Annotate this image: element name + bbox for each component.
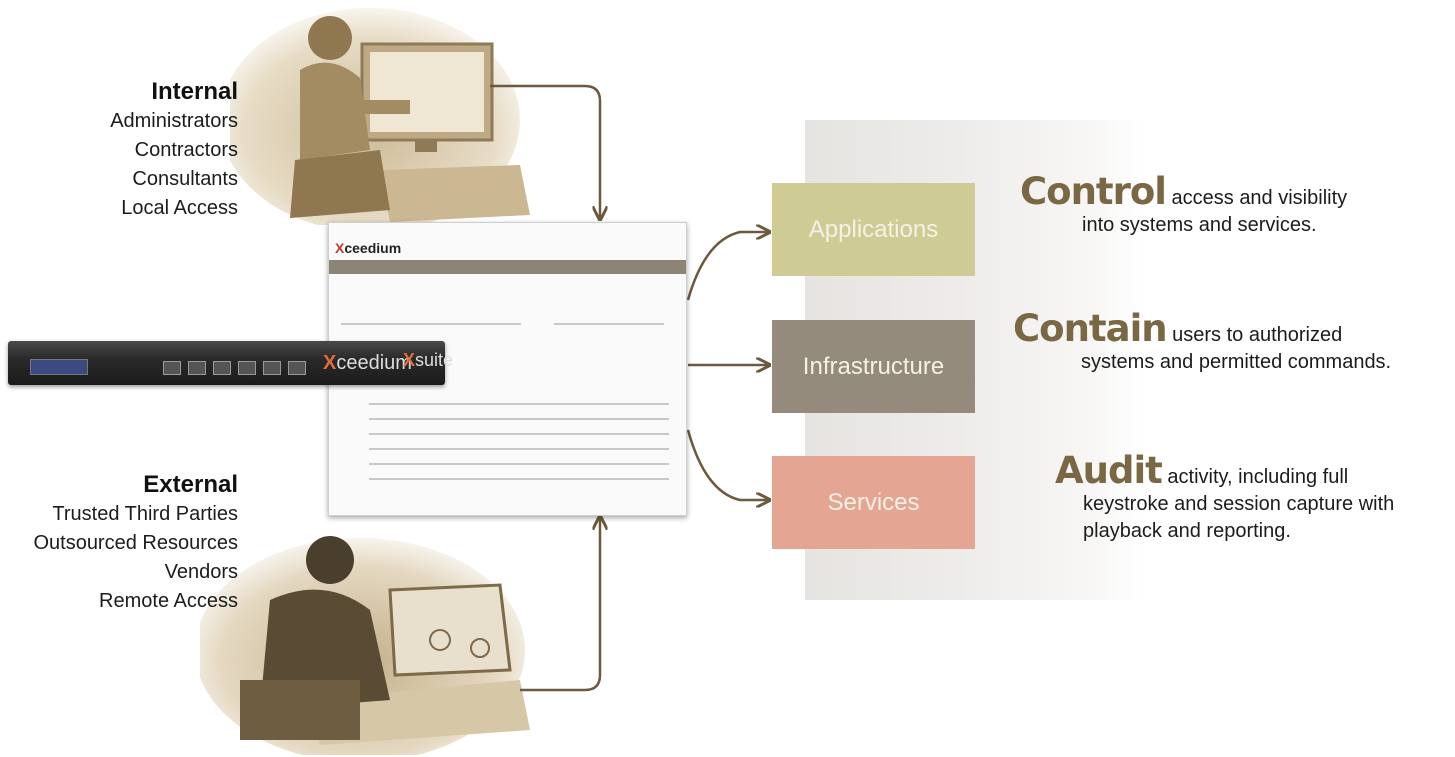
appliance-port <box>188 361 206 375</box>
console-row <box>369 418 669 420</box>
internal-heading: Internal <box>151 78 238 105</box>
external-heading: External <box>143 471 238 498</box>
control-claim: Control access and visibility into syste… <box>1020 173 1348 239</box>
appliance-port <box>163 361 181 375</box>
services-box: Services <box>772 456 975 549</box>
infrastructure-box: Infrastructure <box>772 320 975 413</box>
audit-line2: keystroke and session capture with <box>1083 493 1395 515</box>
appliance-port <box>288 361 306 375</box>
control-line2: into systems and services. <box>1082 214 1317 236</box>
contain-line2: systems and permitted commands. <box>1081 351 1392 373</box>
appliance-brand: Xceedium <box>323 352 412 374</box>
audit-line1: activity, including full <box>1161 466 1349 488</box>
external-group: External Trusted Third Parties Outsource… <box>33 470 238 616</box>
external-user-illustration <box>200 536 530 755</box>
contain-line1: users to authorized <box>1166 324 1343 346</box>
console-nav-bar <box>329 260 686 274</box>
console-row <box>369 463 669 465</box>
contain-claim: Contain users to authorized systems and … <box>1013 310 1392 376</box>
appliance-lcd <box>30 359 88 375</box>
internal-item: Local Access <box>121 197 238 219</box>
console-logo: Xceedium <box>335 240 402 256</box>
internal-item: Administrators <box>110 110 238 132</box>
control-keyword: Control <box>1020 170 1167 213</box>
internal-item: Consultants <box>132 168 238 190</box>
xceedium-appliance: Xceedium Xsuite <box>8 341 453 385</box>
console-row <box>369 433 669 435</box>
console-row <box>369 448 669 450</box>
applications-box: Applications <box>772 183 975 276</box>
contain-keyword: Contain <box>1013 307 1168 350</box>
external-item: Vendors <box>164 561 238 583</box>
appliance-suite-brand: Xsuite <box>403 350 454 370</box>
appliance-port <box>238 361 256 375</box>
internal-user-illustration <box>230 8 530 225</box>
appliance-port <box>213 361 231 375</box>
console-row <box>369 403 669 405</box>
appliance-port <box>263 361 281 375</box>
console-row <box>554 323 664 325</box>
control-line1: access and visibility <box>1165 187 1348 209</box>
external-item: Trusted Third Parties <box>52 503 238 525</box>
audit-keyword: Audit <box>1055 449 1163 492</box>
arrow-external-to-console <box>520 518 600 692</box>
external-item: Outsourced Resources <box>33 532 238 554</box>
internal-item: Contractors <box>134 139 238 161</box>
internal-group: Internal Administrators Contractors Cons… <box>110 77 238 223</box>
console-row <box>369 478 669 480</box>
external-item: Remote Access <box>99 590 238 612</box>
audit-line3: playback and reporting. <box>1083 520 1291 542</box>
audit-claim: Audit activity, including full keystroke… <box>1055 452 1395 545</box>
arrow-to-services <box>686 429 768 500</box>
console-row <box>341 323 521 325</box>
arrow-to-applications <box>686 232 768 301</box>
